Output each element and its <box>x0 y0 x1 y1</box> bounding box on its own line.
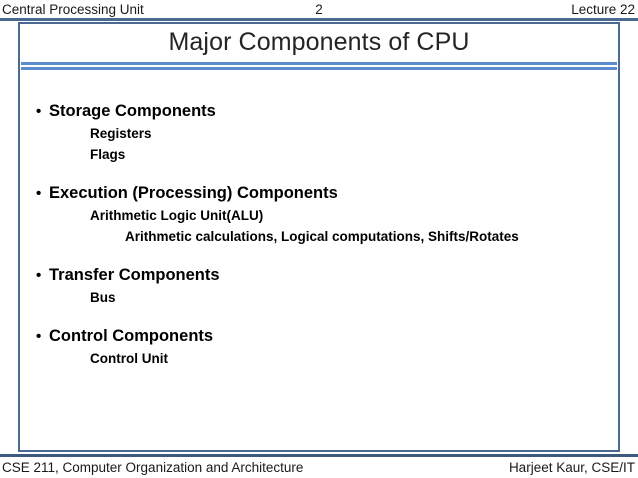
sub-item: Flags <box>90 147 126 162</box>
title-divider <box>21 62 617 74</box>
bullet-heading-label: Execution (Processing) Components <box>49 184 338 202</box>
header-divider-rule <box>0 18 638 21</box>
sub-item: Registers <box>90 126 152 141</box>
bullet-icon: • <box>36 185 42 202</box>
footer-divider-rule <box>0 454 638 457</box>
header-left-label: Central Processing Unit <box>2 2 144 17</box>
slide-frame <box>18 22 620 452</box>
bullet-heading: • Execution (Processing) Components <box>36 182 620 205</box>
sub-item-detail: Arithmetic calculations, Logical computa… <box>125 229 519 244</box>
bullet-icon: • <box>36 103 42 120</box>
header-right-label: Lecture 22 <box>571 2 635 17</box>
divider-band-top <box>21 62 617 65</box>
bullet-heading-label: Storage Components <box>49 102 216 120</box>
content-block: • Control Components Control Unit <box>20 325 620 369</box>
bullet-icon: • <box>36 267 42 284</box>
bullet-heading: • Control Components <box>36 325 620 348</box>
content-block: • Transfer Components Bus <box>20 264 620 308</box>
header-page-number: 2 <box>315 2 323 17</box>
divider-band-bottom <box>21 67 617 70</box>
page-title: Major Components of CPU <box>168 27 470 56</box>
sub-item: Bus <box>90 290 116 305</box>
sub-item: Arithmetic Logic Unit(ALU) <box>90 208 264 223</box>
slide-content: • Storage Components Registers Flags • Exe… <box>20 100 620 369</box>
bullet-heading-label: Control Components <box>49 327 214 345</box>
content-block: • Storage Components Registers Flags <box>20 100 620 165</box>
bullet-heading-label: Transfer Components <box>49 266 220 284</box>
slide-title-area: Major Components of CPU <box>20 24 618 60</box>
content-block: • Execution (Processing) Components Arith… <box>20 182 620 247</box>
sub-item: Control Unit <box>90 351 168 366</box>
bullet-heading: • Storage Components <box>36 100 620 123</box>
bullet-heading: • Transfer Components <box>36 264 620 287</box>
bullet-icon: • <box>36 328 42 345</box>
slide-footer: CSE 211, Computer Organization and Archi… <box>0 458 638 478</box>
footer-author-label: Harjeet Kaur, CSE/IT <box>508 460 635 475</box>
slide-header: Central Processing Unit 2 Lecture 22 <box>0 0 638 20</box>
footer-course-label: CSE 211, Computer Organization and Archi… <box>2 460 304 475</box>
